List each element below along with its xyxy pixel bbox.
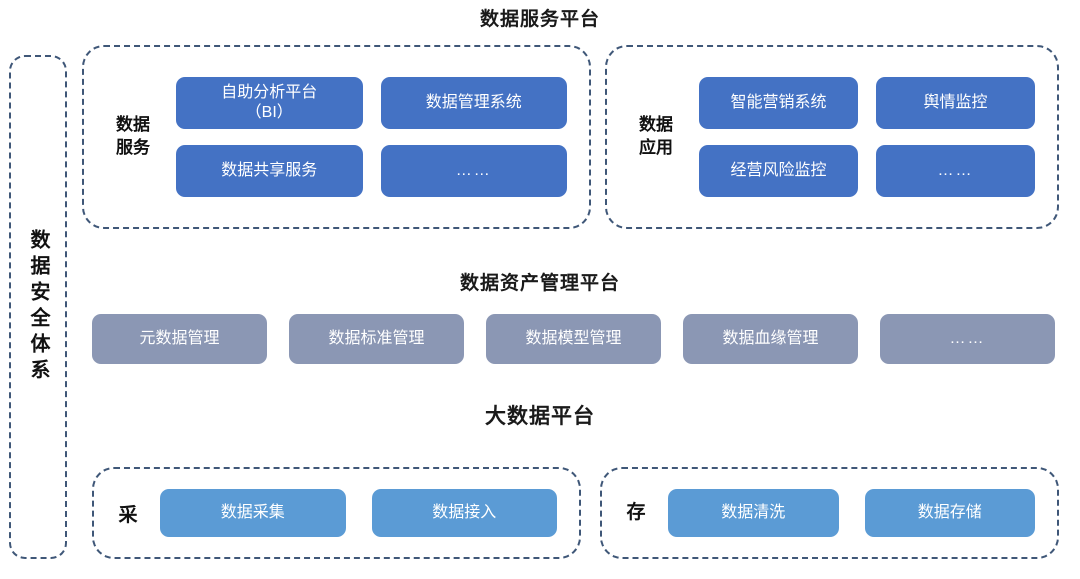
tile-text: …… xyxy=(937,162,974,179)
section-title-data-service-platform: 数据服务平台 xyxy=(479,9,600,30)
tile-data-cleansing[interactable]: 数据清洗 xyxy=(668,489,839,537)
group-label-data-application: 数据 应用 xyxy=(621,114,691,160)
tile-text: 数据模型管理 xyxy=(525,330,622,347)
tile-data-lineage-management[interactable]: 数据血缘管理 xyxy=(683,314,858,364)
group-grid-store: 数据清洗 数据存储 xyxy=(662,489,1057,537)
tile-data-management-system[interactable]: 数据管理系统 xyxy=(380,77,567,129)
tile-text: 经营风险监控 xyxy=(730,162,827,179)
tile-text: 智能营销系统 xyxy=(730,94,827,111)
group-label-data-service: 数据 服务 xyxy=(98,114,168,160)
section-title-big-data-platform: 大数据平台 xyxy=(485,405,595,428)
tile-text: 数据共享服务 xyxy=(221,162,318,179)
group-data-storage: 存 数据清洗 数据存储 xyxy=(600,467,1059,559)
group-label-line-2: 应用 xyxy=(639,138,673,157)
tile-public-opinion-monitoring[interactable]: 舆情监控 xyxy=(876,77,1035,129)
group-label-line-1: 数据 xyxy=(639,115,673,135)
tile-text: 元数据管理 xyxy=(139,330,220,347)
tile-data-ingestion[interactable]: 数据接入 xyxy=(371,489,557,537)
tile-data-model-management[interactable]: 数据模型管理 xyxy=(486,314,661,364)
group-label-collect: 采 xyxy=(118,504,138,526)
tile-text: 数据血缘管理 xyxy=(722,330,819,347)
group-data-application: 数据 应用 智能营销系统 舆情监控 经营风险监控 …… xyxy=(605,45,1059,229)
group-data-service: 数据 服务 自助分析平台 （BI） 数据管理系统 数据共享服务 …… xyxy=(82,45,591,229)
tile-data-standard-management[interactable]: 数据标准管理 xyxy=(289,314,464,364)
data-security-system-panel: 数据安全体系 xyxy=(9,55,67,559)
tile-text: …… xyxy=(949,330,986,347)
tile-text: 数据接入 xyxy=(432,504,497,521)
tile-self-service-analytics-bi[interactable]: 自助分析平台 （BI） xyxy=(176,77,363,129)
group-grid-data-application: 智能营销系统 舆情监控 经营风险监控 …… xyxy=(691,77,1057,197)
tile-business-risk-monitoring[interactable]: 经营风险监控 xyxy=(699,145,858,197)
group-label-line-1: 数据 xyxy=(116,115,150,135)
section-title-data-asset-management-platform: 数据资产管理平台 xyxy=(459,273,620,294)
tile-text: …… xyxy=(455,162,492,179)
tile-application-ellipsis[interactable]: …… xyxy=(876,145,1035,197)
tile-text: 数据管理系统 xyxy=(425,94,522,111)
tile-asset-ellipsis[interactable]: …… xyxy=(880,314,1055,364)
group-label-line-2: 服务 xyxy=(116,138,150,157)
tile-text: 数据清洗 xyxy=(721,504,786,521)
group-data-collection: 采 数据采集 数据接入 xyxy=(92,467,581,559)
group-grid-data-service: 自助分析平台 （BI） 数据管理系统 数据共享服务 …… xyxy=(168,77,589,197)
tile-text: 自助分析平台 （BI） xyxy=(221,84,318,121)
group-grid-collect: 数据采集 数据接入 xyxy=(154,489,579,537)
tile-text: 数据标准管理 xyxy=(328,330,425,347)
tile-metadata-management[interactable]: 元数据管理 xyxy=(92,314,267,364)
data-security-system-label: 数据安全体系 xyxy=(27,229,49,385)
tile-text: 舆情监控 xyxy=(923,94,988,111)
tile-text: 数据采集 xyxy=(220,504,285,521)
tile-intelligent-marketing-system[interactable]: 智能营销系统 xyxy=(699,77,858,129)
tile-data-acquisition[interactable]: 数据采集 xyxy=(160,489,346,537)
asset-management-tile-row: 元数据管理 数据标准管理 数据模型管理 数据血缘管理 …… xyxy=(92,314,1055,364)
tile-service-ellipsis[interactable]: …… xyxy=(380,145,567,197)
tile-data-storage[interactable]: 数据存储 xyxy=(864,489,1035,537)
tile-text: 数据存储 xyxy=(917,504,982,521)
tile-data-sharing-service[interactable]: 数据共享服务 xyxy=(176,145,363,197)
